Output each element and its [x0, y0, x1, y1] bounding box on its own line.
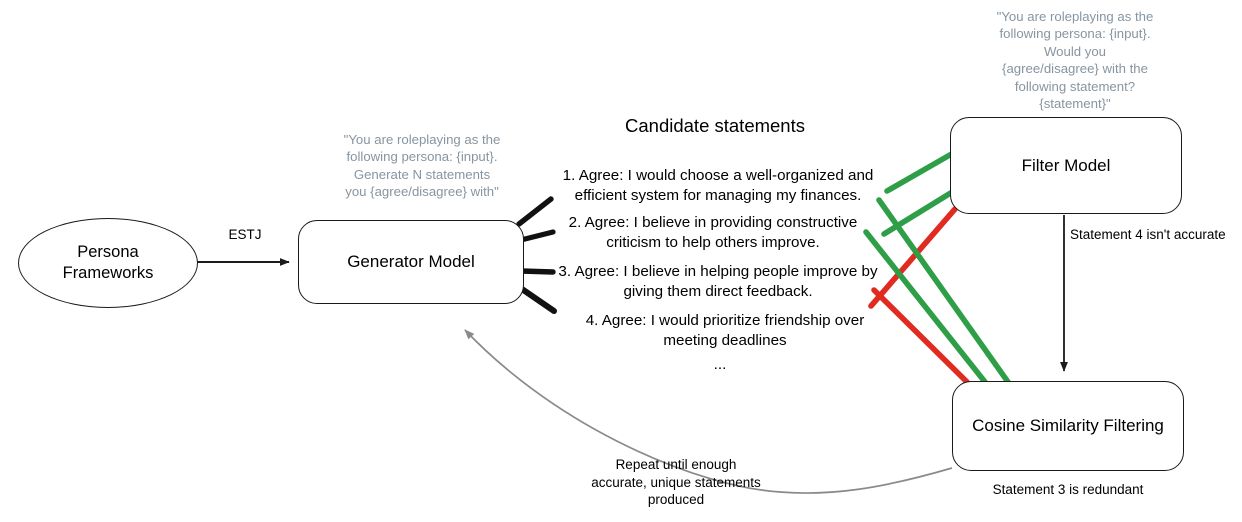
node-generator-model[interactable]: Generator Model: [298, 220, 524, 304]
node-filter-model[interactable]: Filter Model: [950, 117, 1182, 214]
prompt-filter: "You are roleplaying as the following pe…: [996, 9, 1154, 112]
node-cosine-similarity-filtering[interactable]: Cosine Similarity Filtering: [952, 381, 1184, 471]
prompt-generator: "You are roleplaying as the following pe…: [343, 132, 501, 200]
list-item: 4. Agree: I would prioritize friendship …: [585, 312, 865, 349]
edge-label-estj: ESTJ: [228, 227, 262, 242]
edge-label-feedback-loop: Repeat until enough accurate, unique sta…: [591, 457, 761, 508]
list-item: 1. Agree: I would choose a well-organize…: [562, 167, 874, 204]
edge-label-statement-3-redundant: Statement 3 is redundant: [992, 482, 1144, 497]
node-persona-frameworks-label: Persona Frameworks: [62, 243, 154, 282]
candidate-statements-heading: Candidate statements: [625, 115, 805, 136]
node-persona-frameworks[interactable]: Persona Frameworks: [18, 218, 198, 308]
list-item: 3. Agree: I believe in helping people im…: [558, 263, 878, 300]
edge-label-statement-4-inaccurate: Statement 4 isn't accurate: [1070, 227, 1226, 242]
edge-accepted-to-cosine-a: [876, 197, 1011, 385]
node-generator-model-label: Generator Model: [347, 252, 475, 272]
list-ellipsis: ...: [713, 356, 727, 373]
node-filter-model-label: Filter Model: [1021, 155, 1111, 175]
edge-accepted-to-cosine-b: [863, 229, 988, 385]
node-cosine-similarity-filtering-label: Cosine Similarity Filtering: [972, 416, 1164, 436]
list-item: 2. Agree: I believe in providing constru…: [568, 214, 858, 251]
